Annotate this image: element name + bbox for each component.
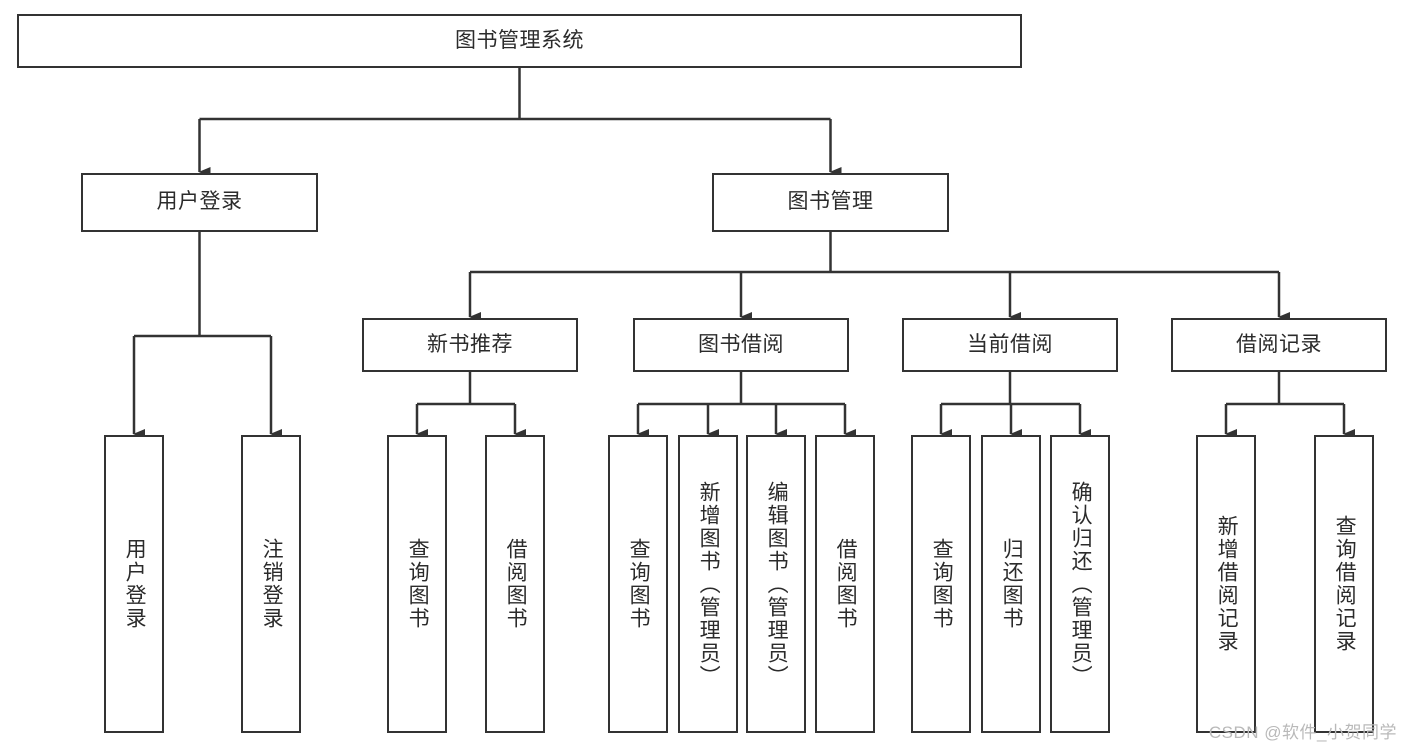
node-leaf-bo-borrow[interactable]: 借阅图书 <box>815 435 875 733</box>
node-label: 借阅图书 <box>504 538 528 630</box>
node-label: 当前借阅 <box>967 332 1053 356</box>
edge-paths <box>132 68 1355 439</box>
node-label: 借阅记录 <box>1236 332 1322 356</box>
node-leaf-re-add[interactable]: 新增借阅记录 <box>1196 435 1256 733</box>
node-records[interactable]: 借阅记录 <box>1171 318 1387 372</box>
node-leaf-user-logout[interactable]: 注销登录 <box>241 435 301 733</box>
node-login[interactable]: 用户登录 <box>81 173 318 232</box>
node-label: 新书推荐 <box>427 332 513 356</box>
node-label: 新增图书（管理员） <box>697 480 721 688</box>
node-label: 查询借阅记录 <box>1333 515 1357 653</box>
node-label: 图书管理系统 <box>455 28 584 52</box>
node-leaf-cu-query[interactable]: 查询图书 <box>911 435 971 733</box>
node-current[interactable]: 当前借阅 <box>902 318 1118 372</box>
node-leaf-user-login[interactable]: 用户登录 <box>104 435 164 733</box>
node-leaf-re-query[interactable]: 查询借阅记录 <box>1314 435 1374 733</box>
node-label: 图书借阅 <box>698 332 784 356</box>
node-label: 查询图书 <box>627 538 651 630</box>
node-leaf-bo-add[interactable]: 新增图书（管理员） <box>678 435 738 733</box>
node-label: 用户登录 <box>156 190 243 214</box>
node-leaf-bo-query[interactable]: 查询图书 <box>608 435 668 733</box>
watermark: CSDN @软件_小贺同学 <box>1208 723 1397 742</box>
node-bookmgmt[interactable]: 图书管理 <box>712 173 949 232</box>
node-label: 查询图书 <box>930 538 954 630</box>
node-leaf-nb-borrow[interactable]: 借阅图书 <box>485 435 545 733</box>
node-label: 编辑图书（管理员） <box>765 480 789 688</box>
node-label: 图书管理 <box>787 190 874 214</box>
node-label: 新增借阅记录 <box>1215 515 1239 653</box>
node-leaf-cu-return[interactable]: 归还图书 <box>981 435 1041 733</box>
node-newbooks[interactable]: 新书推荐 <box>362 318 578 372</box>
node-label: 查询图书 <box>406 538 430 630</box>
node-leaf-cu-confirm[interactable]: 确认归还（管理员） <box>1050 435 1110 733</box>
node-label: 借阅图书 <box>834 538 858 630</box>
node-label: 注销登录 <box>260 538 284 630</box>
node-root[interactable]: 图书管理系统 <box>17 14 1022 68</box>
node-leaf-bo-edit[interactable]: 编辑图书（管理员） <box>746 435 806 733</box>
node-label: 用户登录 <box>123 538 147 630</box>
node-label: 归还图书 <box>1000 538 1024 630</box>
node-label: 确认归还（管理员） <box>1069 480 1093 688</box>
node-leaf-nb-query[interactable]: 查询图书 <box>387 435 447 733</box>
node-borrow[interactable]: 图书借阅 <box>633 318 849 372</box>
